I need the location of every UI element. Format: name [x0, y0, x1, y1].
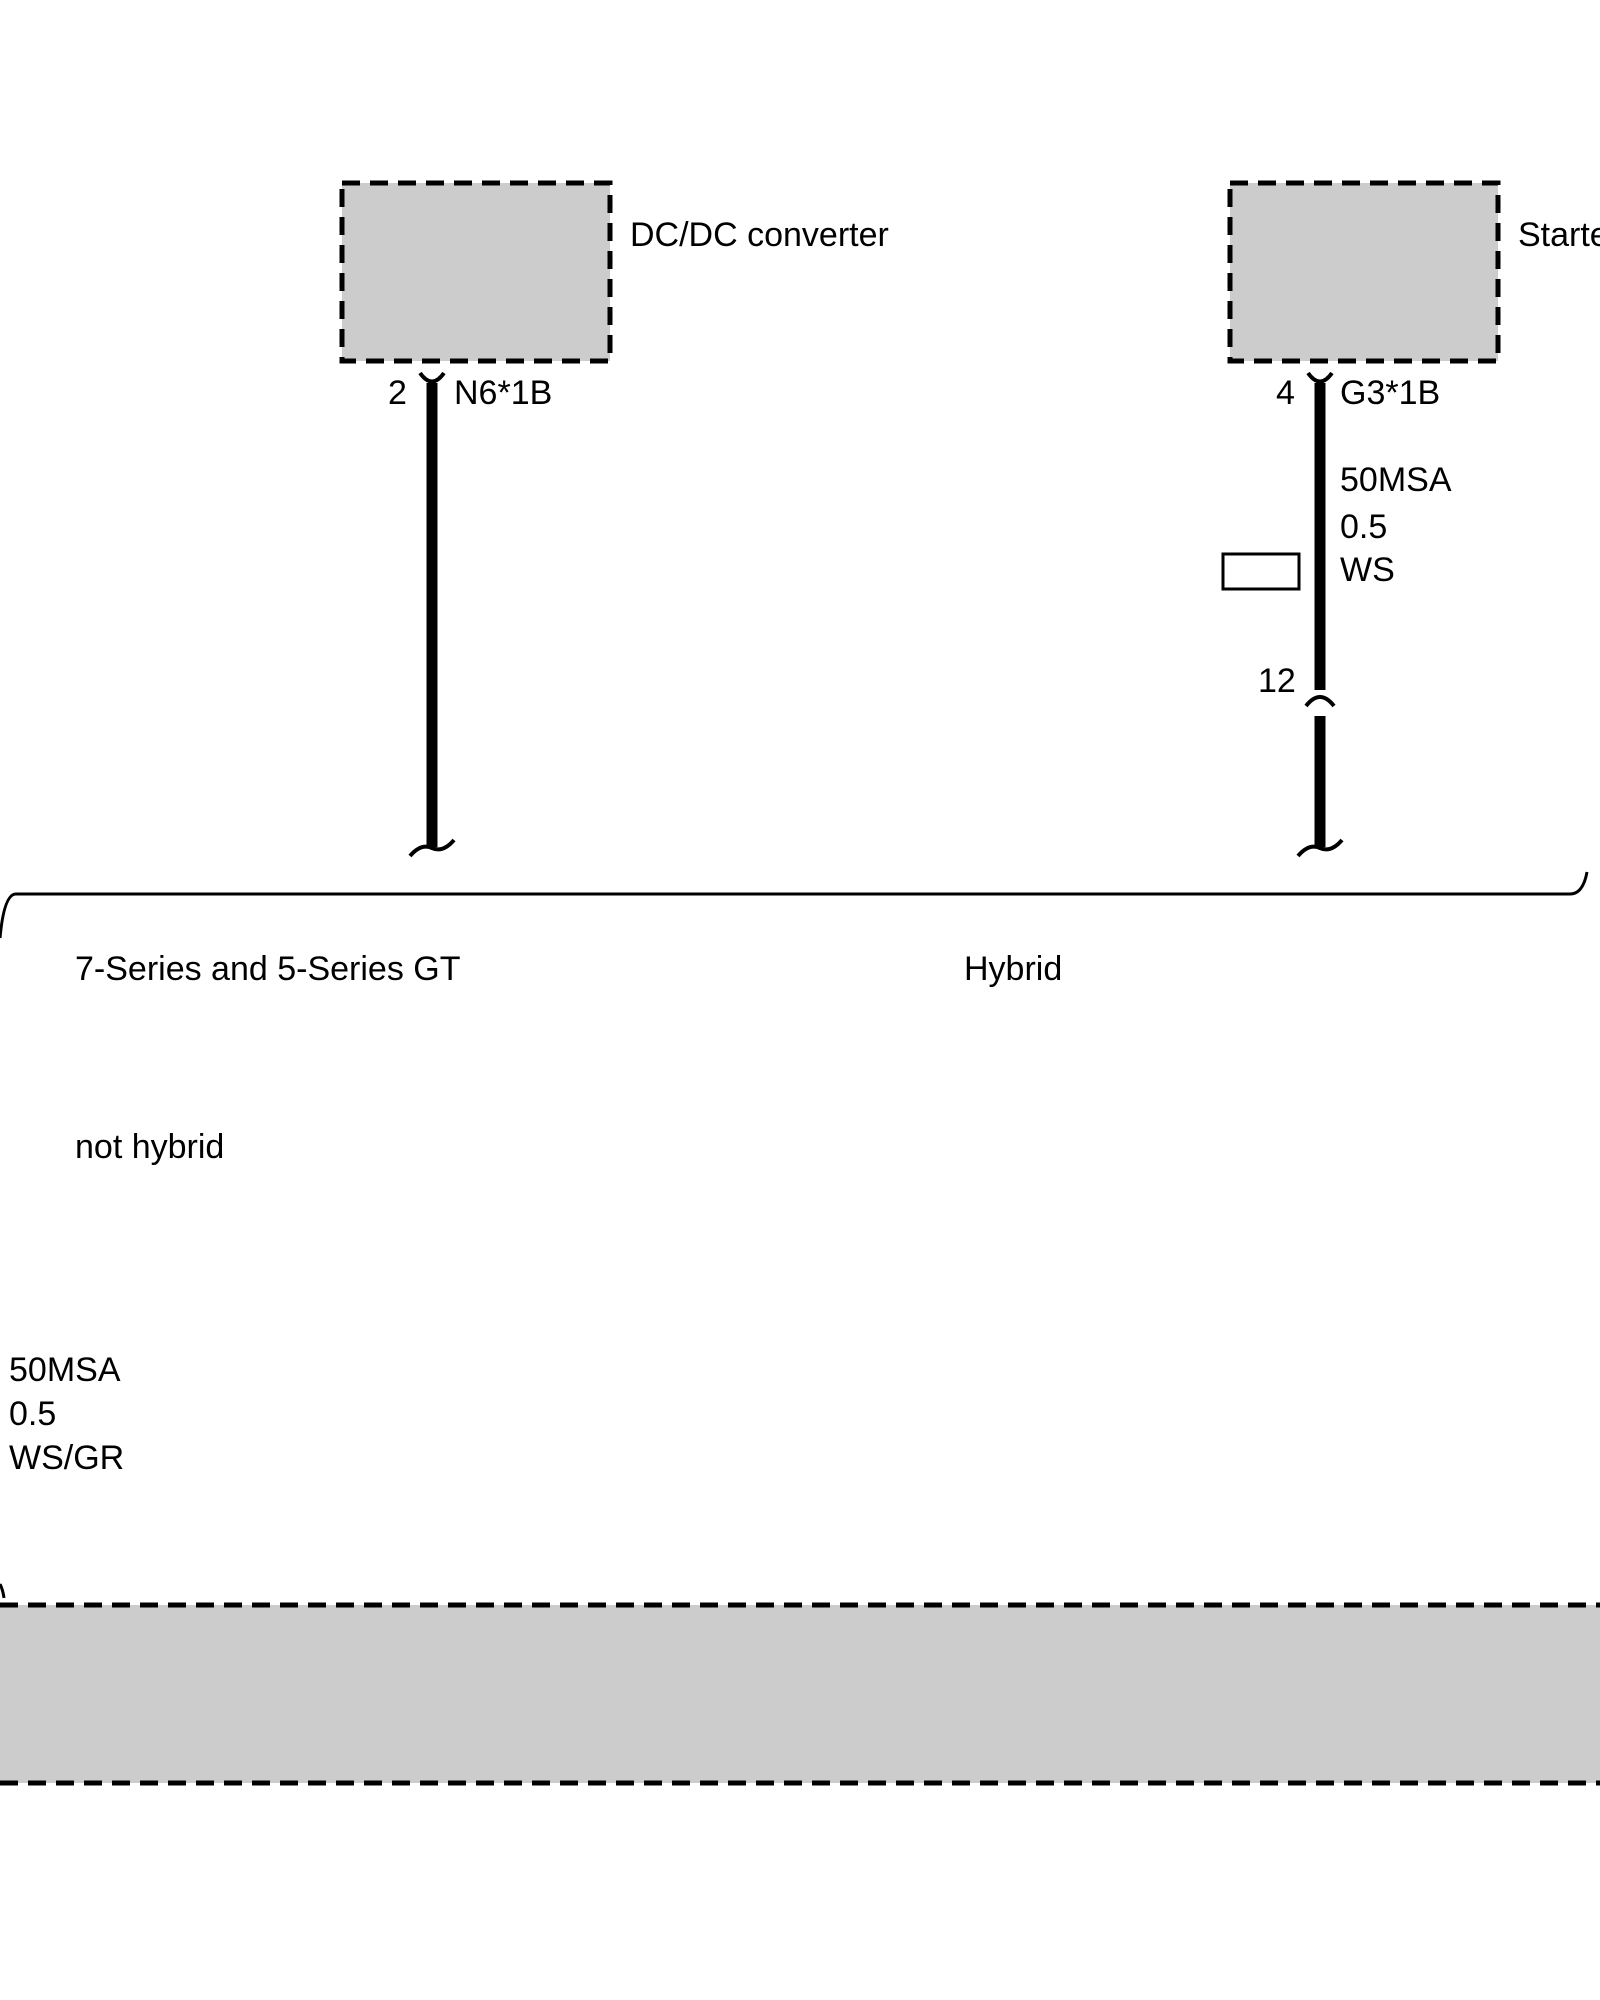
starter-pin-number: 4 — [1276, 374, 1295, 412]
wire-marker-box — [1221, 552, 1301, 591]
starter-wire-break-symbol — [1296, 838, 1344, 858]
lower-wire-size: 0.5 — [9, 1395, 56, 1433]
dcdc-converter-component: DC/DC converter 2 N6*1B — [339, 180, 889, 858]
lower-wire-code: 50MSA — [9, 1351, 121, 1389]
starter-box[interactable] — [1227, 180, 1501, 364]
variant-brace — [0, 871, 1589, 939]
starter-wire-code: 50MSA — [1340, 461, 1452, 499]
starter-inline-pin-number: 12 — [1258, 662, 1296, 700]
dcdc-connector-symbol — [418, 371, 446, 384]
starter-label: Starte — [1518, 216, 1600, 254]
lower-component[interactable] — [0, 1602, 1600, 1786]
variant-label-series: 7-Series and 5-Series GT — [75, 950, 461, 988]
starter-connector-symbol — [1306, 371, 1334, 384]
dcdc-connector-label: N6*1B — [454, 374, 552, 412]
starter-component: Starte 4 G3*1B 50MSA 0.5 WS 12 — [1221, 180, 1600, 858]
inline-connector-symbol — [1304, 695, 1336, 708]
variant-label-not-hybrid: not hybrid — [75, 1128, 224, 1166]
starter-connector-label: G3*1B — [1340, 374, 1440, 412]
variant-label-hybrid: Hybrid — [964, 950, 1062, 988]
lower-component-fill — [0, 1605, 1600, 1783]
dcdc-converter-box[interactable] — [339, 180, 613, 364]
dcdc-converter-label: DC/DC converter — [630, 216, 889, 254]
dcdc-pin-number: 2 — [388, 374, 407, 412]
starter-wire-color: WS — [1340, 551, 1395, 589]
starter-wire-size: 0.5 — [1340, 508, 1387, 546]
lower-wire-color: WS/GR — [9, 1439, 124, 1477]
lower-wire-stub — [0, 1583, 6, 1599]
dcdc-wire-break-symbol — [408, 838, 456, 858]
